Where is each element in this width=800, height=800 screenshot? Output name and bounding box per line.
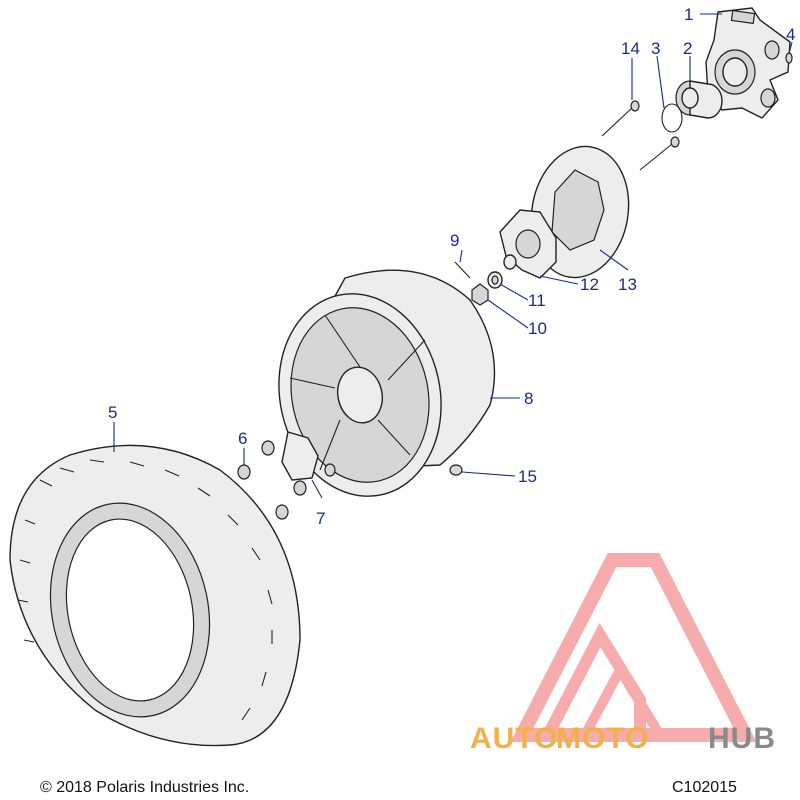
part-tire	[9, 444, 301, 747]
callout-1: 1	[684, 5, 693, 24]
callout-15: 15	[518, 467, 537, 486]
callout-9: 9	[450, 231, 459, 250]
part-rim	[278, 269, 496, 497]
callouts: 1 2 3 4 5 6 7 8 9 10 11 12 13 14 15	[108, 5, 795, 528]
watermark-hub: HUB	[708, 722, 776, 755]
part-snap-ring	[661, 103, 683, 133]
watermark-moto: MOTO	[556, 722, 649, 755]
part-bolts	[601, 100, 680, 171]
callout-2: 2	[683, 39, 692, 58]
callout-13: 13	[618, 275, 637, 294]
part-lug-nuts	[237, 440, 336, 520]
callout-8: 8	[524, 389, 533, 408]
part-pin	[785, 52, 793, 64]
watermark-auto: AUTO	[470, 722, 558, 755]
part-nut	[471, 283, 489, 306]
callout-5: 5	[108, 403, 117, 422]
callout-10: 10	[528, 319, 547, 338]
leader-lines	[113, 13, 793, 499]
watermark-text: AUTO MOTO HUB	[470, 722, 776, 755]
watermark-logo	[510, 553, 757, 742]
part-bearing	[675, 80, 723, 119]
part-valve-stem	[449, 464, 463, 476]
callout-12: 12	[580, 275, 599, 294]
part-knuckle	[705, 7, 791, 119]
part-center-cap	[281, 431, 319, 481]
callout-6: 6	[238, 429, 247, 448]
callout-3: 3	[651, 39, 660, 58]
callout-4: 4	[786, 25, 795, 44]
copyright-text: © 2018 Polaris Industries Inc.	[40, 779, 249, 796]
callout-11: 11	[528, 291, 546, 310]
callout-7: 7	[316, 509, 325, 528]
part-washer	[487, 254, 517, 289]
part-cotter-pin	[454, 261, 471, 279]
callout-14: 14	[621, 39, 640, 58]
diagram-code: C102015	[672, 779, 737, 796]
